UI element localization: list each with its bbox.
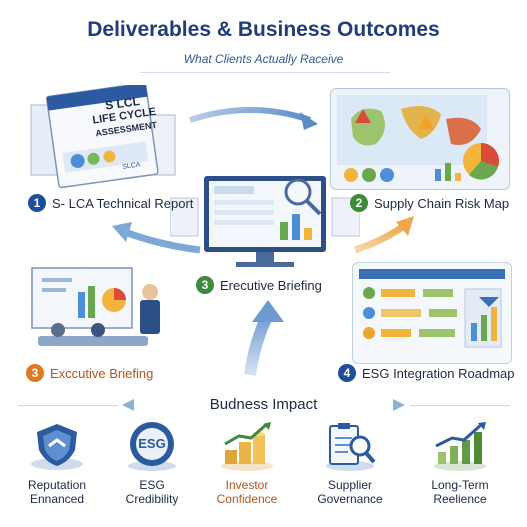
impact-divider-right [410,405,510,406]
growth-chart-icon [434,422,486,471]
impact-5-line1: Long-Term [431,478,489,492]
deliverable-4: 4 ESG Integration Roadmap [338,364,514,382]
impact-1-line2: Ennanced [29,492,85,506]
subtitle-divider [140,72,390,73]
impact-4-line1: Supplier [327,478,373,492]
report-illustration: S LCL LIFE CYCLE ASSESSMENT SLCA [25,85,185,190]
deliverable-2: 2 Supply Chain Risk Map [350,194,509,212]
deliverable-3-center: 3 Erecutive Briefing [196,276,322,294]
esg-seal-icon [128,422,176,471]
impact-item-reputation: Reputation Ennanced [7,420,107,506]
deliverable-4-label: ESG Integration Roadmap [362,365,515,381]
impact-item-resilience: Long-Term Reelience [410,420,510,506]
deliverable-3-center-label: Erecutive Briefing [220,277,322,293]
deliverable-3-left-label: Exccutive Briefing [50,365,154,381]
impact-3-line2: Confidence [216,492,278,506]
impact-2-line2: Credibility [125,492,179,506]
shield-icon [31,424,83,470]
badge-4: 4 [338,364,356,382]
page-title: Deliverables & Business Outcomes [87,18,440,41]
impact-5-line2: Reelience [433,492,487,506]
esg-seal-text: ESG [138,436,166,451]
impact-3-line1: Investor [225,478,269,492]
impact-divider-left [18,405,118,406]
dashboard-monitor-illustration [170,172,360,272]
deliverable-2-label: Supply Chain Risk Map [374,195,510,211]
badge-3-left: 3 [26,364,44,382]
deliverable-3-left: 3 Exccutive Briefing [26,364,153,382]
coins-growth-icon [221,422,273,471]
impact-item-supplier: Supplier Governance [300,420,400,506]
clipboard-magnifier-icon [326,423,376,471]
impact-4-line2: Governance [317,492,383,506]
impact-2-line1: ESG [139,478,165,492]
risk-map-illustration [330,88,510,190]
impact-item-investor: Investor Confidence [197,420,297,506]
impact-title: Budness Impact [209,396,318,413]
roadmap-illustration [352,262,512,364]
impact-1-line1: Reputation [27,478,87,492]
deliverable-1-label: S- LCA Technical Report [52,195,194,211]
meeting-illustration [28,262,186,362]
badge-1: 1 [28,194,46,212]
badge-3-center: 3 [196,276,214,294]
page-subtitle: What Clients Actually Raceive [183,52,344,66]
deliverable-1: 1 S- LCA Technical Report [28,194,193,212]
badge-2: 2 [350,194,368,212]
impact-item-esg: ESG ESG Credibility [102,420,202,506]
